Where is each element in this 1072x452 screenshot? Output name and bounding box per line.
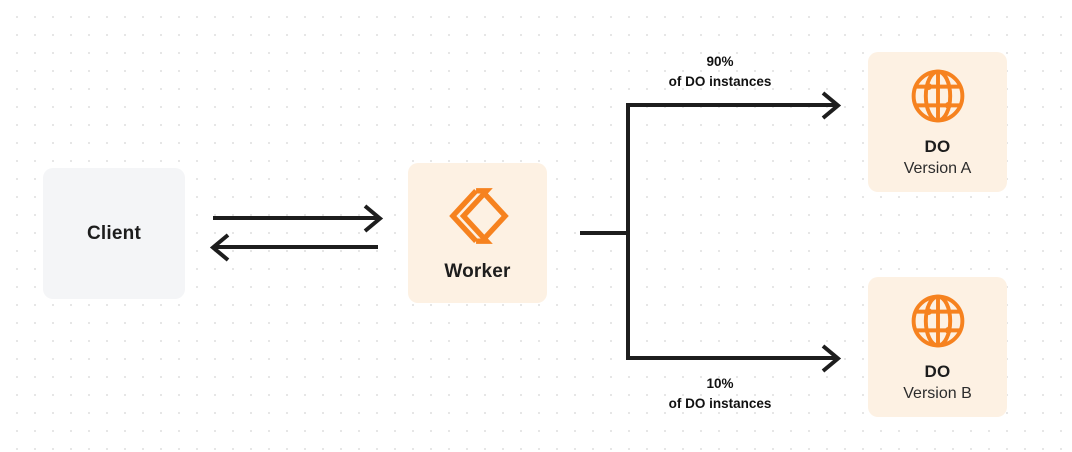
edge-label-do-b-percent: 10% bbox=[706, 376, 734, 391]
node-do-a-sublabel: Version A bbox=[903, 160, 972, 177]
edge-label-do-a: 90% of DO instances bbox=[612, 52, 828, 91]
edge-worker-to-do-a bbox=[626, 91, 842, 120]
edge-client-to-worker bbox=[213, 204, 384, 233]
cloudflare-workers-icon bbox=[447, 185, 509, 247]
node-do-version-b[interactable]: DO Version B bbox=[868, 277, 1007, 417]
node-do-a-label: DO bbox=[924, 137, 951, 156]
edge-label-do-a-description: of DO instances bbox=[668, 73, 772, 89]
node-do-b-sublabel: Version B bbox=[903, 385, 972, 402]
globe-icon bbox=[908, 291, 968, 351]
node-client-label: Client bbox=[87, 222, 141, 244]
node-client[interactable]: Client bbox=[43, 168, 185, 299]
edge-worker-to-client bbox=[209, 233, 378, 262]
node-worker[interactable]: Worker bbox=[408, 163, 547, 303]
edge-worker-to-do-b bbox=[626, 344, 842, 373]
node-do-b-label: DO bbox=[924, 362, 951, 381]
edge-label-do-a-percent: 90% bbox=[706, 54, 734, 69]
edge-label-do-b-description: of DO instances bbox=[668, 395, 772, 411]
edge-label-do-b: 10% of DO instances bbox=[612, 374, 828, 413]
node-worker-label: Worker bbox=[444, 261, 511, 282]
node-do-version-a[interactable]: DO Version A bbox=[868, 52, 1007, 192]
globe-icon bbox=[908, 66, 968, 126]
